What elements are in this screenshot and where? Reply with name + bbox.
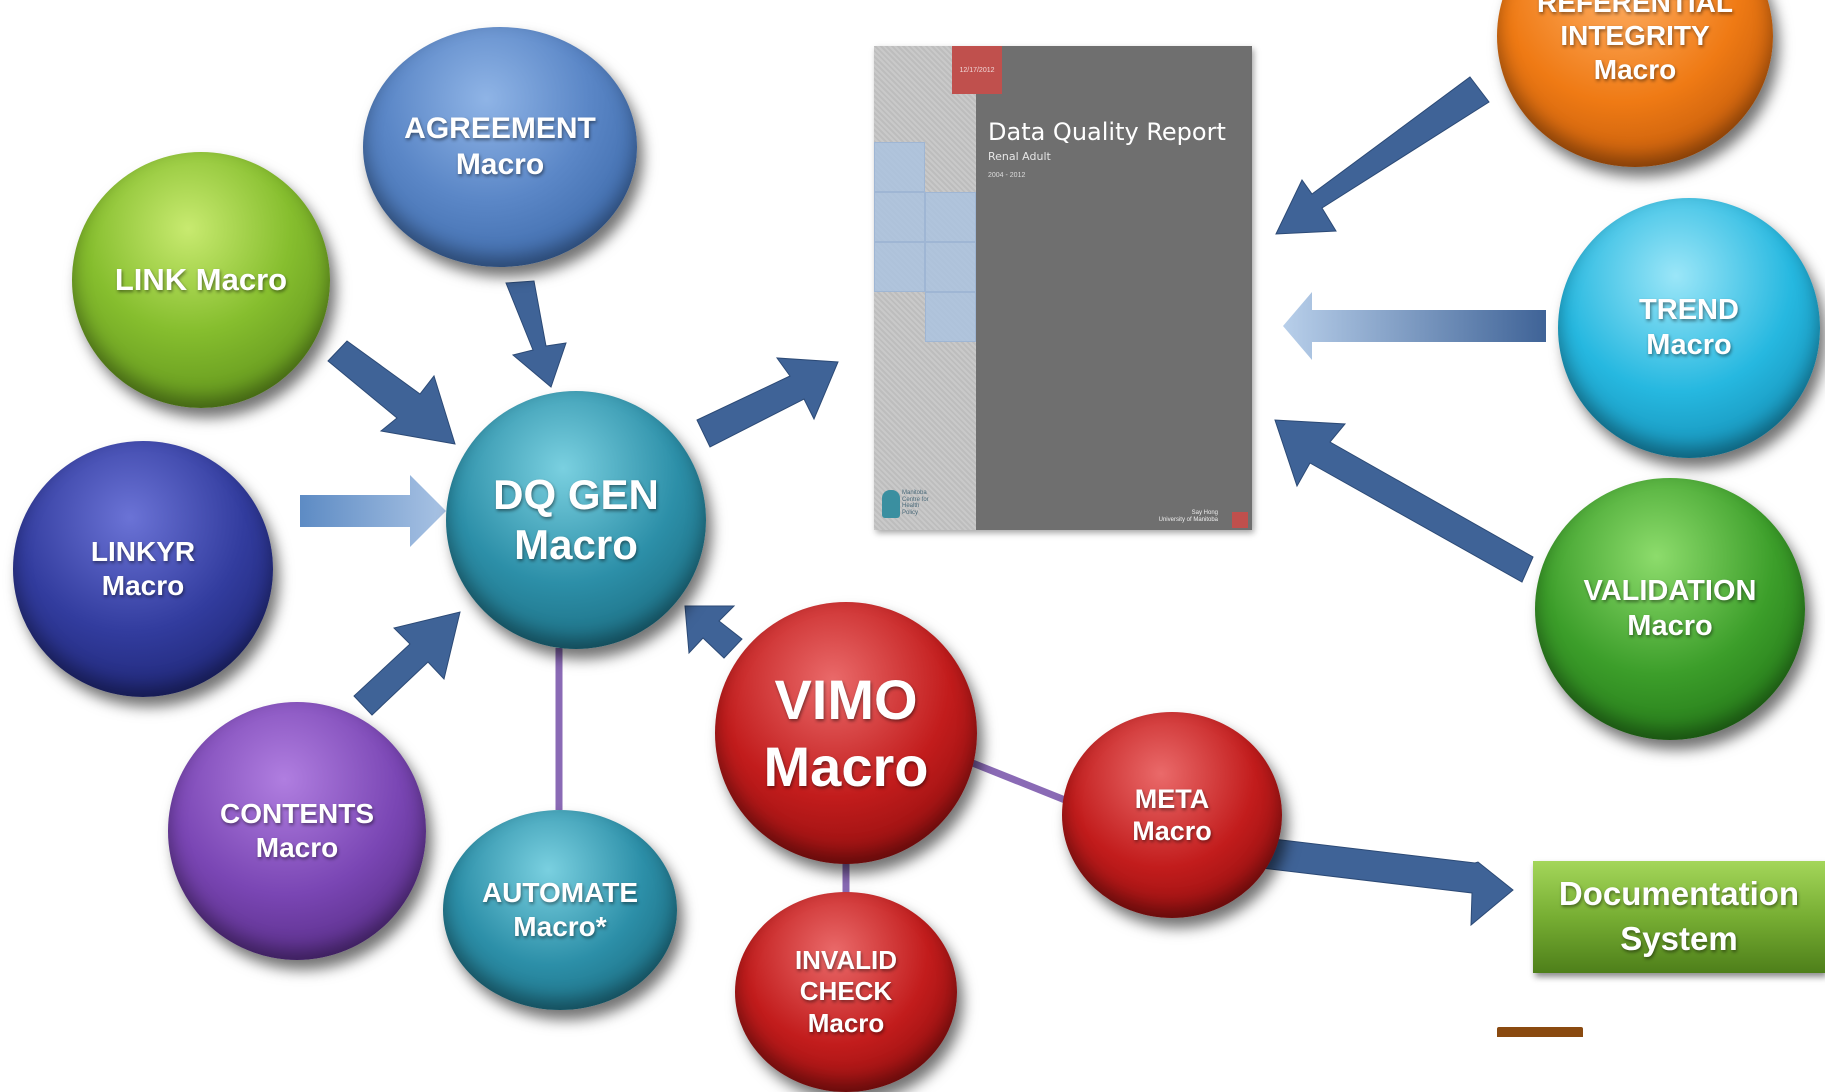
invalid-check-macro-node[interactable]: INVALID CHECK Macro [735,892,957,1092]
diagram-connectors [300,76,1546,927]
vimo-macro-node[interactable]: VIMO Macro [715,602,977,864]
arrow-agreement-to-dqgen [505,280,567,388]
contents-macro-node[interactable]: CONTENTS Macro [168,702,426,960]
data-quality-report-cover[interactable]: 12/17/2012 Data Quality Report Renal Adu… [874,46,1252,530]
meta-macro-node[interactable]: META Macro [1062,712,1282,918]
validation-macro-node[interactable]: VALIDATION Macro [1535,478,1805,740]
trend-macro-node[interactable]: TREND Macro [1558,198,1820,458]
arrow-linkyr-to-dqgen [300,475,446,547]
automate-macro-label: AUTOMATE Macro* [481,877,639,942]
dqgen-macro-node[interactable]: DQ GEN Macro [446,391,706,649]
dqgen-macro-label: DQ GEN Macro [493,470,659,568]
report-title: Data Quality Report [988,118,1226,146]
link-macro-label: LINK Macro [114,262,288,298]
corner-logo-icon [1497,1027,1583,1037]
macro-diagram: AGREEMENT Macro LINK Macro LINKYR Macro … [13,0,1825,1092]
report-cover-square [925,242,976,292]
report-cover-square [874,192,925,242]
mchp-logo-icon [882,490,900,518]
agreement-macro-node[interactable]: AGREEMENT Macro [363,27,637,267]
report-cover-square [874,242,925,292]
report-organization: Manitoba Centre for Health Policy [902,490,929,516]
linkyr-macro-label: LINKYR Macro [90,536,196,601]
report-corner-square [1232,512,1248,528]
linkyr-macro-node[interactable]: LINKYR Macro [13,441,273,697]
arrow-link-to-dqgen [327,340,456,445]
report-author: Say Hong University of Manitoba [1158,510,1218,524]
report-date: 12/17/2012 [952,46,1002,94]
report-subtitle: Renal Adult [988,150,1051,163]
report-years: 2004 - 2012 [988,172,1026,179]
arrow-contents-to-dqgen [353,611,461,716]
arrow-trend-to-report [1283,292,1546,360]
report-cover-square [925,192,976,242]
meta-macro-label: META Macro [1132,783,1212,846]
arrow-referential-to-report [1275,76,1490,235]
invalid-check-macro-label: INVALID CHECK Macro [794,945,898,1038]
documentation-system-box[interactable]: Documentation System [1533,861,1825,973]
report-cover-square [874,142,925,192]
validation-macro-label: VALIDATION Macro [1583,575,1757,642]
link-macro-node[interactable]: LINK Macro [72,152,330,408]
vimo-macro-label: VIMO Macro [763,667,929,798]
trend-macro-label: TREND Macro [1639,294,1739,361]
agreement-macro-label: AGREEMENT Macro [404,112,596,181]
contents-macro-label: CONTENTS Macro [220,798,374,863]
report-cover-square [925,292,976,342]
arrow-dqgen-to-report [696,357,839,448]
automate-macro-node[interactable]: AUTOMATE Macro* [443,810,677,1010]
arrow-vimo-to-dqgen [684,605,743,659]
arrow-meta-to-documentation [1261,837,1514,927]
referential-integrity-macro-label: REFERENTIAL INTEGRITY Macro [1537,0,1733,85]
arrow-validation-to-report [1274,419,1534,583]
connector-vimo-meta [968,758,1072,806]
